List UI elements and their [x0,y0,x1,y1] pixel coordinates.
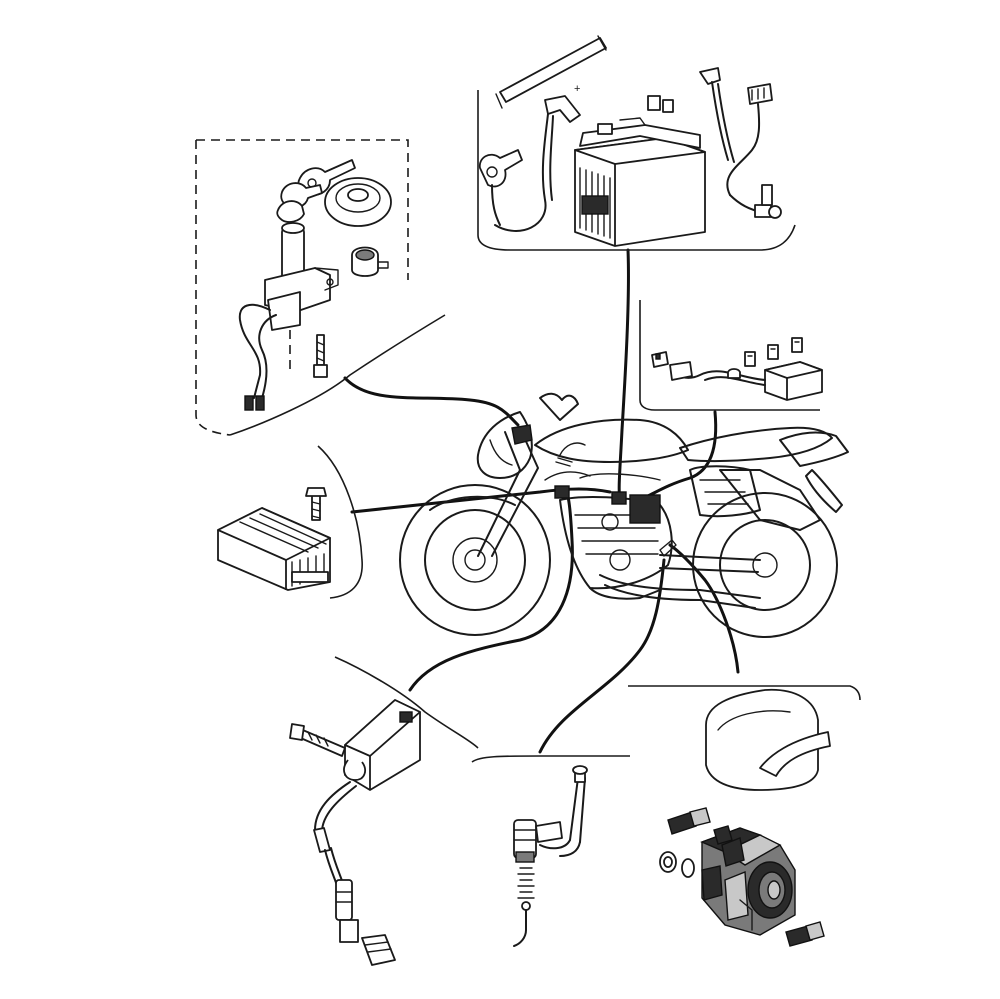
leader-starter-relay [668,543,740,674]
motorcycle-outline [399,392,849,638]
leader-fuse-box [646,410,718,498]
starter-relay-icon [659,688,831,947]
switch-panel [471,755,630,947]
rear-wheel-rim [719,519,811,611]
rear-wheel-tire [692,492,838,638]
ignition-coil-icon [289,699,421,966]
fuse-box-icon [651,337,823,401]
harness-leaders [343,248,740,754]
ignition-switch-panel [195,139,446,436]
plus-mark: + [574,83,580,95]
leader-battery [617,248,630,502]
fuel-cap-lock [324,177,392,227]
rectifier-regulator-icon [217,487,331,591]
leader-rectifier [350,487,612,514]
battery-panel: + [477,35,796,251]
fuel-tank [534,418,689,463]
ecu-box [629,494,661,524]
starter-relay-panel [628,685,861,947]
leader-ignition-coil [408,495,574,692]
front-wheel-rim [424,509,526,611]
battery-icon: + [478,35,782,247]
seat [679,426,833,463]
front-wheel-tire [399,484,551,636]
fuse-box-panel [639,300,823,411]
ignition-key-switch-icon [238,159,392,411]
switch-sensor-icon [513,765,588,947]
ignition-coil-panel [289,656,479,966]
leader-ignition-switch [343,376,520,427]
rectifier-panel [217,445,363,599]
front-fairing [476,411,533,479]
